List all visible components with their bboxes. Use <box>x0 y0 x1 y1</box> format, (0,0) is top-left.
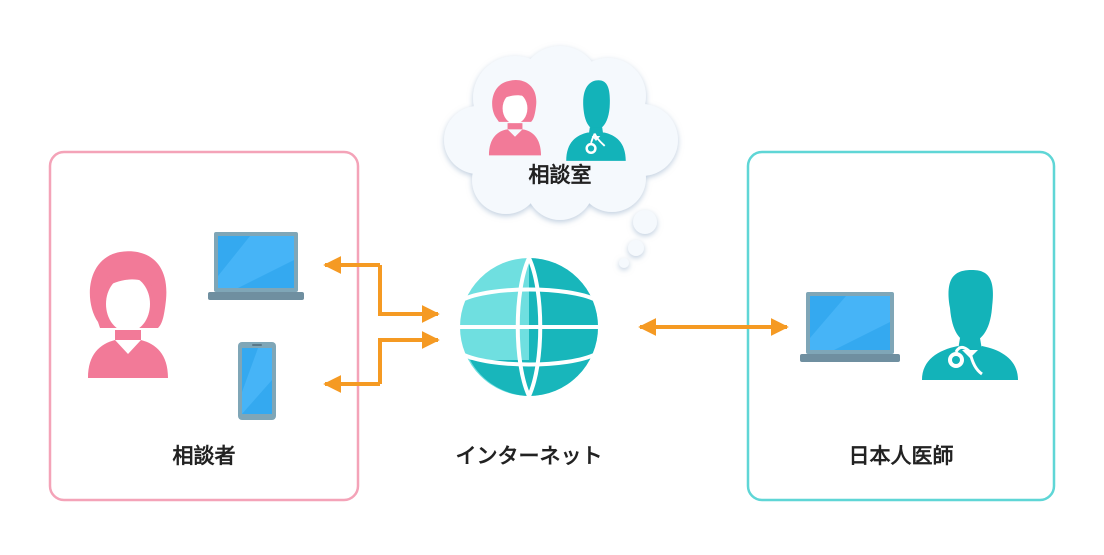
consultation-room-label: 相談室 <box>528 163 592 187</box>
internet-label: インターネット <box>455 444 603 468</box>
cloud-woman-icon <box>488 79 542 156</box>
consultee-group-box <box>48 150 360 502</box>
consultee-woman-icon <box>88 251 168 378</box>
connection-arrows-left <box>323 256 440 393</box>
doctor-icon <box>922 270 1018 380</box>
consultee-laptop-icon <box>208 232 304 300</box>
doctor-label: 日本人医師 <box>848 444 954 468</box>
doctor-laptop-icon <box>800 292 900 362</box>
globe-icon <box>460 257 598 397</box>
consultee-smartphone-icon <box>238 342 276 420</box>
consultee-label: 相談者 <box>172 444 236 468</box>
thought-cloud-icon <box>444 46 678 268</box>
cloud-doctor-icon <box>566 80 626 161</box>
